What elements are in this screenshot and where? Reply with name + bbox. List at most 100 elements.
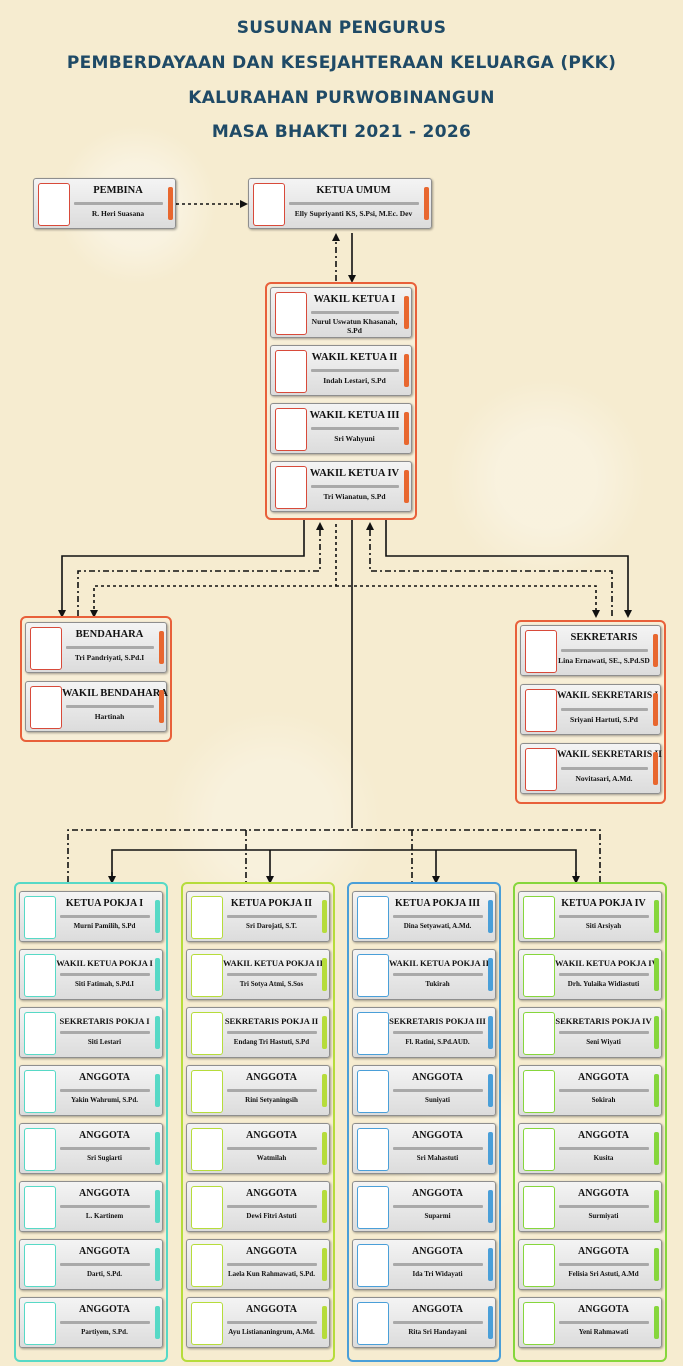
photo-placeholder [191,1244,223,1287]
accent-bar [322,1074,327,1107]
accent-bar [155,1306,160,1339]
role-label: SEKRETARIS [570,632,638,643]
pembina-card[interactable]: PEMBINA R. Heri Suasana [33,178,176,229]
wakil-bendahara-card[interactable]: WAKIL BENDAHARA Hartinah [25,681,168,732]
wakil-ketua-4-card[interactable]: WAKIL KETUA IV Tri Wianatun, S.Pd [270,461,412,512]
divider [311,485,399,488]
wakil-sekretaris-2-card[interactable]: WAKIL SEKRETARIS II Novitasari, A.Md. [520,743,662,794]
role-label: ANGGOTA [578,1072,629,1083]
pokja-4-member-card[interactable]: ANGGOTA Kusita [518,1123,662,1174]
bendahara-card[interactable]: BENDAHARA Tri Pandriyati, S.Pd.I [25,622,167,673]
photo-placeholder [24,954,56,997]
photo-placeholder [24,1012,56,1055]
photo-placeholder [523,1302,555,1345]
accent-bar [155,1190,160,1223]
person-name: Kusita [593,1154,614,1162]
divider [311,427,399,430]
sekretaris-card[interactable]: SEKRETARIS Lina Ernawati, SE., S.Pd.SD [520,625,661,676]
photo-placeholder [24,896,56,939]
divider [561,649,648,652]
photo-placeholder [191,1012,223,1055]
role-label: ANGGOTA [412,1130,463,1141]
divider [393,1147,483,1150]
divider [66,705,154,708]
role-label: KETUA POKJA III [394,898,481,909]
divider [561,767,648,770]
pokja-solid-bar [111,849,577,880]
role-label: PEMBINA [93,185,143,196]
accent-bar [404,412,409,445]
accent-bar [654,1306,659,1339]
divider [393,1031,483,1034]
photo-placeholder [525,748,557,791]
role-label: WAKIL BENDAHARA [62,688,168,699]
role-label: WAKIL SEKRETARIS I [557,691,659,701]
photo-placeholder [357,1128,389,1171]
role-label: ANGGOTA [246,1246,297,1257]
photo-placeholder [357,1302,389,1345]
photo-placeholder [191,1302,223,1345]
divider [393,1263,483,1266]
divider [393,915,483,918]
bendahara-return-arrow [77,522,324,616]
accent-bar [653,693,658,726]
ketua-umum-card[interactable]: KETUA UMUM Elly Supriyanti KS, S.Psi, M.… [248,178,432,229]
pokja-2-panel [181,882,335,1362]
accent-bar [654,1132,659,1165]
role-label: ANGGOTA [578,1130,629,1141]
wakil-ketua-3-card[interactable]: WAKIL KETUA III Sri Wahyuni [270,403,412,454]
wakil-sekretaris-1-card[interactable]: WAKIL SEKRETARIS I Sriyani Hartuti, S.Pd [520,684,661,735]
accent-bar [155,900,160,933]
divider [393,1205,483,1208]
photo-placeholder [275,408,307,451]
accent-bar [159,690,164,723]
person-name: Drh. Yulaika Widiastuti [567,980,640,988]
accent-bar [322,958,327,991]
role-label: ANGGOTA [412,1188,463,1199]
role-label: ANGGOTA [246,1072,297,1083]
wakil-ketua-2-card[interactable]: WAKIL KETUA II Indah Lestari, S.Pd [270,345,412,396]
divider [311,369,399,372]
accent-bar [155,1132,160,1165]
divider [559,915,649,918]
role-label: ANGGOTA [79,1304,130,1315]
role-label: KETUA POKJA I [65,898,144,909]
person-name: Yeni Rahmawati [578,1328,629,1336]
divider [289,202,419,205]
wakil-ketua-1-card[interactable]: WAKIL KETUA I Nurul Uswatun Khasanah, S.… [270,287,412,338]
accent-bar [404,296,409,329]
divider [393,1321,483,1324]
divider [559,1321,649,1324]
